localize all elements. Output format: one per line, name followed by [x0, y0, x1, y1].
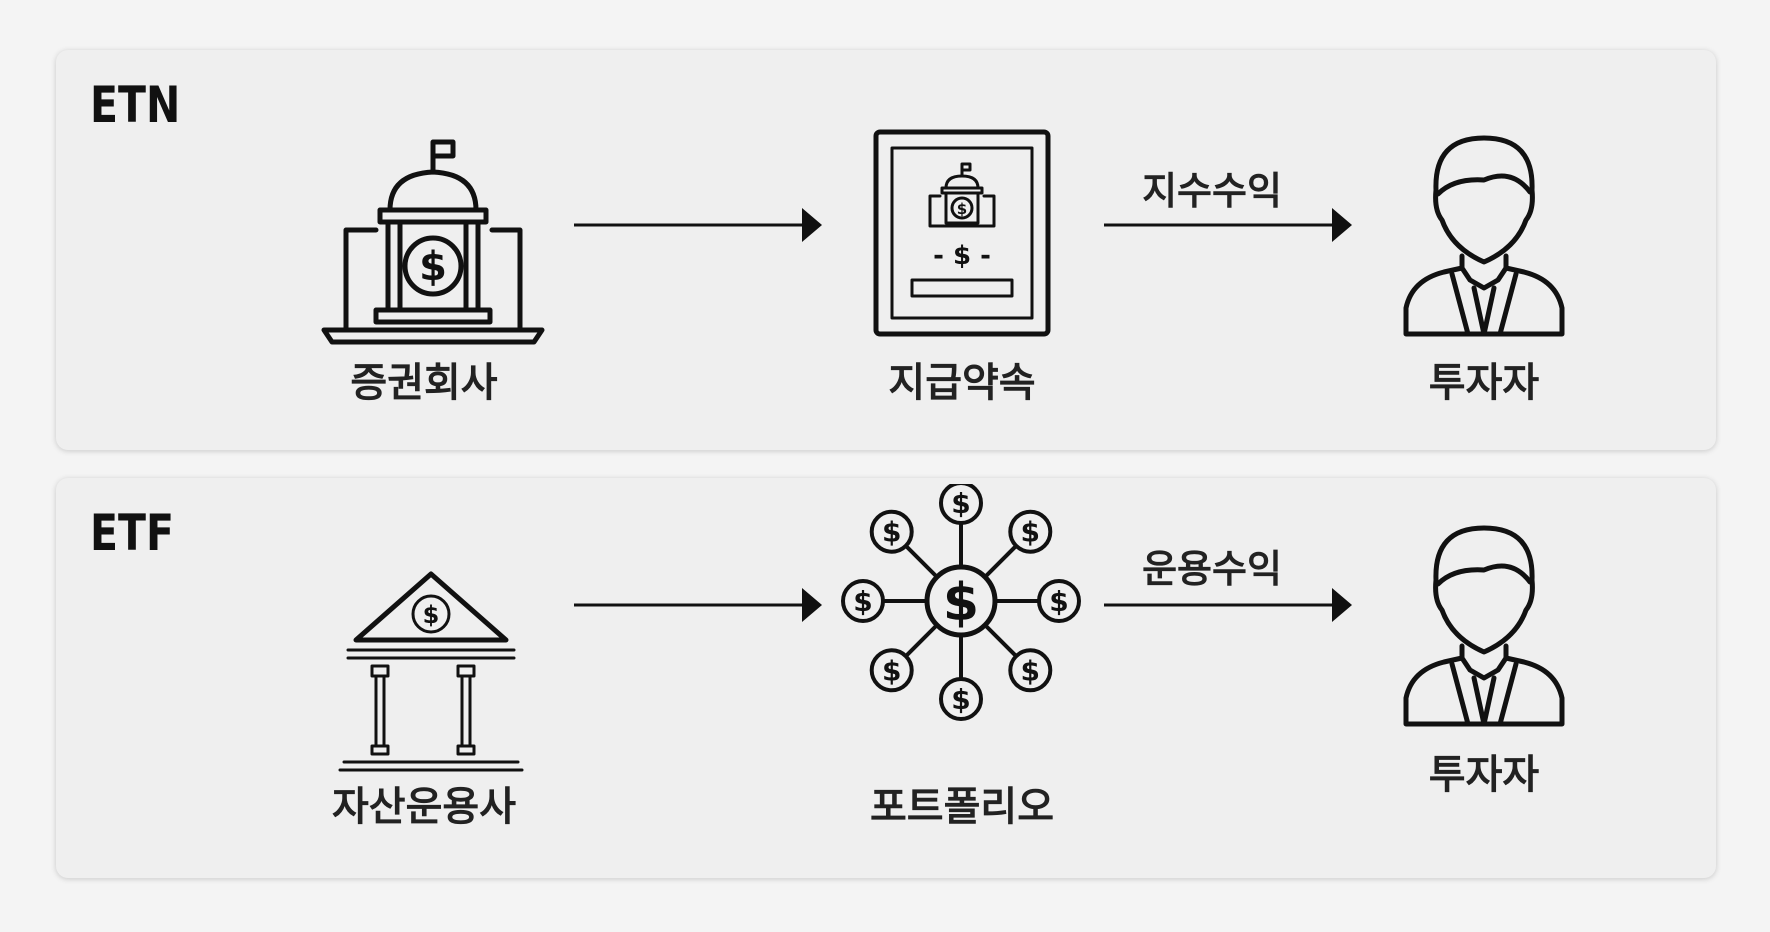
coin-icon	[869, 648, 914, 693]
etf-panel: ETF $ 자산운용사 $$$$$$$$ $ 포트폴리	[56, 478, 1716, 878]
svg-text:$: $	[943, 573, 979, 633]
svg-text:$: $	[423, 601, 440, 629]
etf-node-2-label: 포트폴리오	[870, 784, 1054, 830]
portfolio-network-icon: $ $ $ $ $ $ $ $ $	[836, 484, 1086, 734]
etn-arrow-1	[574, 208, 822, 242]
etf-title: ETF	[90, 504, 174, 562]
coin-icon	[1008, 509, 1053, 554]
svg-text:- $ -: - $ -	[933, 241, 991, 271]
svg-text:$: $	[853, 585, 872, 618]
investor-icon	[1384, 128, 1584, 338]
svg-text:$: $	[419, 244, 447, 290]
svg-text:$: $	[882, 654, 901, 687]
svg-text:$: $	[1049, 585, 1068, 618]
etn-node-3-label: 투자자	[1428, 360, 1540, 406]
etn-arrow-2	[1104, 208, 1352, 242]
etn-title: ETN	[90, 76, 181, 134]
investor-icon	[1384, 518, 1584, 728]
svg-text:$: $	[951, 683, 970, 716]
etf-arrow-2-label: 운용수익	[1142, 547, 1282, 591]
etn-panel: ETN $ 증권회사	[56, 50, 1716, 450]
etn-arrow-2-label: 지수수익	[1142, 169, 1282, 213]
etf-arrow-2	[1104, 588, 1352, 622]
bank-icon: $	[336, 566, 526, 776]
payment-certificate-icon: $ - $ -	[872, 128, 1052, 338]
etn-node-1-label: 증권회사	[350, 360, 498, 406]
svg-text:$: $	[882, 516, 901, 549]
etf-arrow-1	[574, 588, 822, 622]
svg-text:$: $	[957, 200, 967, 218]
svg-text:$: $	[1021, 654, 1040, 687]
coin-icon	[1037, 579, 1081, 623]
securities-building-icon: $	[316, 128, 546, 348]
etf-node-3-label: 투자자	[1428, 752, 1540, 798]
coin-icon	[939, 484, 983, 525]
svg-text:$: $	[951, 487, 970, 520]
coin-icon	[1008, 648, 1053, 693]
coin-icon	[869, 509, 914, 554]
etf-node-1-label: 자산운용사	[332, 784, 516, 830]
svg-text:$: $	[1021, 516, 1040, 549]
etn-node-2-label: 지급약속	[888, 360, 1036, 406]
coin-icon	[841, 579, 885, 623]
coin-icon	[939, 677, 983, 721]
